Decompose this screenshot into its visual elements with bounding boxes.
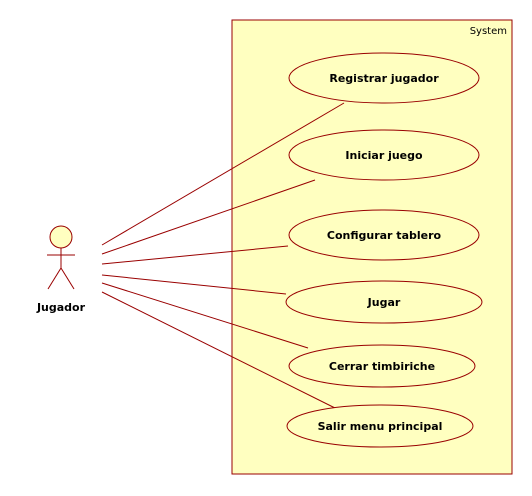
association-salir-menu-principal — [101, 291, 336, 409]
use-case-ellipse — [288, 209, 480, 261]
use-case-ellipse — [288, 344, 476, 388]
association-cerrar-timbiriche — [101, 282, 309, 349]
actor-leg-right — [60, 267, 75, 290]
use-case-label: Configurar tablero — [327, 229, 442, 242]
association-configurar-tablero — [101, 245, 289, 265]
use-case-jugar: Jugar — [285, 280, 483, 324]
associations — [101, 102, 345, 409]
use-case-ellipse — [286, 404, 474, 448]
association-iniciar-juego — [101, 179, 316, 255]
use-case-label: Iniciar juego — [345, 149, 423, 162]
association-jugar — [101, 274, 287, 295]
use-case-iniciar-juego: Iniciar juego — [288, 129, 480, 181]
association-registrar-jugador — [101, 102, 345, 246]
actor-name: Jugador — [36, 301, 86, 314]
use-case-label: Registrar jugador — [329, 72, 439, 85]
use-case-salir-menu-principal: Salir menu principal — [286, 404, 474, 448]
use-case-ellipse — [288, 52, 480, 104]
use-case-ellipse — [288, 129, 480, 181]
use-case-ellipse — [285, 280, 483, 324]
use-case-cerrar-timbiriche: Cerrar timbiriche — [288, 344, 476, 388]
actor-leg-left — [47, 267, 62, 290]
system-label: System — [470, 26, 507, 37]
use-case-label: Salir menu principal — [318, 420, 443, 433]
actor-head — [49, 225, 73, 249]
actor-jugador: Jugador — [36, 225, 86, 314]
use-case-label: Cerrar timbiriche — [329, 360, 435, 373]
use-case-registrar-jugador: Registrar jugador — [288, 52, 480, 104]
use-case-configurar-tablero: Configurar tablero — [288, 209, 480, 261]
use-case-label: Jugar — [367, 296, 401, 309]
